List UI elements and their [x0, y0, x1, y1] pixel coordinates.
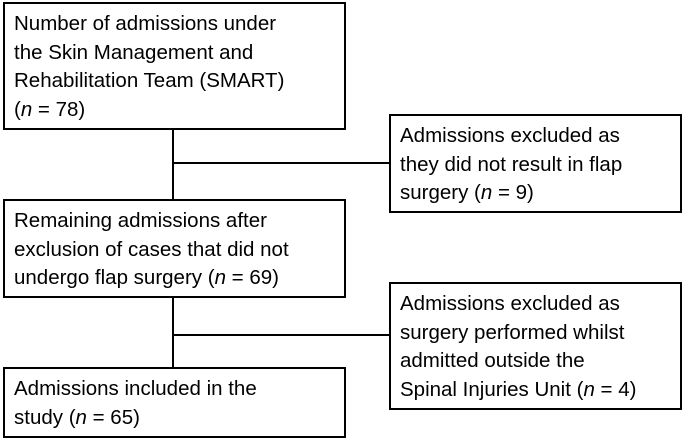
count-prefix: surgery (	[400, 181, 481, 204]
box-excluded-outside-unit: Admissions excluded as surgery performed…	[389, 282, 682, 410]
connector-horizontal-2	[172, 334, 389, 336]
box-text-line: Admissions excluded as	[400, 292, 620, 315]
count-value: = 78)	[32, 97, 86, 121]
box-text-line: Number of admissions under	[14, 12, 277, 35]
box-count-line: (n = 78)	[14, 97, 86, 121]
n-symbol: n	[214, 266, 226, 289]
box-count-line: Spinal Injuries Unit (n = 4)	[400, 376, 672, 405]
box-text-line: Admissions excluded as	[400, 124, 620, 147]
box-text-line: the Skin Management and	[14, 40, 254, 64]
count-prefix: undergo flap surgery (	[14, 266, 215, 289]
connector-vertical-1	[172, 130, 174, 199]
count-prefix: study (	[14, 405, 76, 429]
box-text-line: they did not result in flap	[400, 152, 623, 176]
n-symbol: n	[20, 97, 33, 121]
box-text-line: surgery performed whilst	[400, 320, 625, 344]
connector-horizontal-1	[172, 162, 389, 164]
box-text-line: Rehabilitation Team (SMART)	[14, 69, 285, 92]
box-included-admissions: Admissions included in the study (n = 65…	[3, 367, 346, 438]
n-symbol: n	[75, 405, 87, 429]
n-symbol: n	[583, 377, 595, 401]
box-text-line: Admissions included in the	[14, 377, 257, 400]
count-value: = 4)	[594, 377, 637, 401]
count-prefix: Spinal Injuries Unit (	[400, 377, 584, 401]
box-count-line: undergo flap surgery (n = 69)	[14, 264, 336, 293]
box-count-line: study (n = 65)	[14, 404, 336, 433]
box-remaining-admissions: Remaining admissions after exclusion of …	[3, 199, 346, 298]
connector-vertical-2	[172, 298, 174, 367]
box-text-line: Remaining admissions after	[14, 209, 267, 232]
count-value: = 69)	[225, 266, 279, 289]
box-text-line: admitted outside the	[400, 349, 585, 372]
box-total-admissions: Number of admissions under the Skin Mana…	[3, 2, 346, 130]
box-count-line: surgery (n = 9)	[400, 179, 672, 208]
box-text-line: exclusion of cases that did not	[14, 237, 289, 261]
box-excluded-no-flap-surgery: Admissions excluded as they did not resu…	[389, 114, 682, 213]
count-value: = 9)	[492, 181, 534, 204]
count-value: = 65)	[86, 405, 140, 429]
n-symbol: n	[480, 181, 493, 204]
